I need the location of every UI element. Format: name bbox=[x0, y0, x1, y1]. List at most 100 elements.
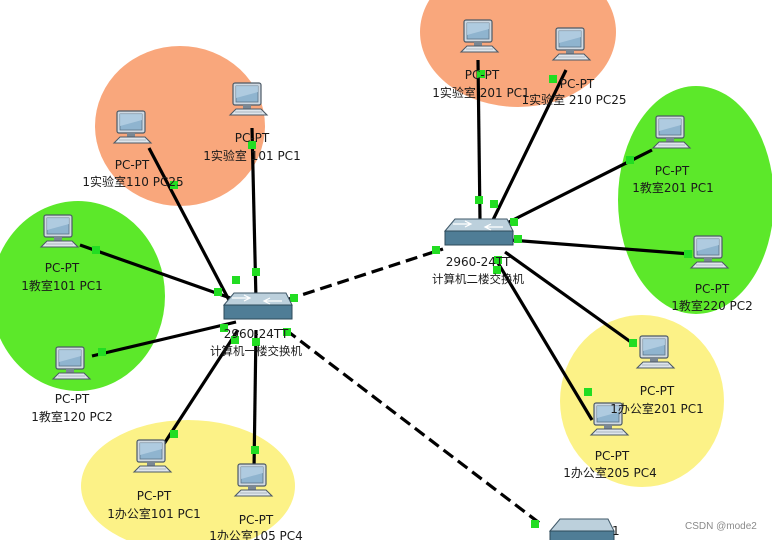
port-status-indicator bbox=[252, 268, 260, 276]
port-indicators bbox=[92, 70, 692, 528]
zone-lab-floor1 bbox=[95, 46, 265, 206]
switch-floor1[interactable] bbox=[223, 292, 293, 320]
switch-name-label: 计算机一楼交换机 bbox=[210, 344, 302, 358]
device-name-label: 1教室220 PC2 bbox=[671, 298, 753, 313]
device-type-label: PC-PT bbox=[45, 261, 80, 275]
pc-icon bbox=[460, 19, 499, 53]
port-status-indicator bbox=[626, 156, 634, 164]
pc-cls220-pc2[interactable] bbox=[690, 235, 729, 269]
link-lab210-to-floor2[interactable] bbox=[490, 69, 568, 223]
device-name-label: 1办公室105 PC4 bbox=[209, 528, 303, 540]
pc-off105-pc4[interactable] bbox=[234, 463, 273, 497]
port-status-indicator bbox=[232, 276, 240, 284]
device-name-label: 1实验室 210 PC25 bbox=[521, 92, 626, 107]
device-name-label: 1教室101 PC1 bbox=[21, 278, 103, 293]
pc-off201-pc1[interactable] bbox=[636, 335, 675, 369]
switch-offscreen[interactable] bbox=[548, 518, 615, 540]
pc-lab201-pc1[interactable] bbox=[460, 19, 499, 53]
offscreen-device-label: 1 bbox=[612, 524, 620, 538]
port-status-indicator bbox=[514, 235, 522, 243]
device-name-label: 1实验室 201 PC1 bbox=[432, 85, 529, 100]
device-name-label: 1实验室 101 PC1 bbox=[203, 148, 300, 163]
link-cls220-to-floor2[interactable] bbox=[509, 238, 691, 256]
pc-off101-pc1[interactable] bbox=[133, 439, 172, 473]
port-status-indicator bbox=[549, 75, 557, 83]
zone-classroom-floor2 bbox=[618, 86, 772, 314]
port-status-indicator bbox=[92, 246, 100, 254]
device-type-label: PC-PT bbox=[595, 449, 630, 463]
port-status-indicator bbox=[432, 246, 440, 254]
port-status-indicator bbox=[584, 388, 592, 396]
switch-model-label: 2960-24TT bbox=[224, 327, 289, 341]
port-status-indicator bbox=[494, 256, 502, 264]
pc-icon bbox=[652, 115, 691, 149]
pc-lab101-pc1[interactable] bbox=[229, 82, 268, 116]
pc-icon bbox=[113, 110, 152, 144]
device-name-label: 1办公室205 PC4 bbox=[563, 465, 657, 480]
port-status-indicator bbox=[477, 70, 485, 78]
link-off205-to-floor2[interactable] bbox=[493, 257, 594, 421]
device-name-label: 1实验室110 PC25 bbox=[82, 174, 183, 189]
device-type-label: PC-PT bbox=[239, 513, 274, 527]
watermark: CSDN @mode2 bbox=[685, 521, 757, 532]
port-status-indicator bbox=[231, 336, 239, 344]
port-status-indicator bbox=[684, 250, 692, 258]
pc-icon bbox=[229, 82, 268, 116]
switch-floor2[interactable] bbox=[444, 218, 514, 246]
port-status-indicator bbox=[170, 430, 178, 438]
zone-office-floor1 bbox=[81, 420, 295, 540]
zone-office-floor2 bbox=[560, 315, 724, 487]
port-status-indicator bbox=[252, 338, 260, 346]
device-type-label: PC-PT bbox=[115, 158, 150, 172]
device-type-label: PC-PT bbox=[560, 77, 595, 91]
port-status-indicator bbox=[98, 348, 106, 356]
pc-icon bbox=[40, 214, 79, 248]
zone-classroom-floor1 bbox=[0, 201, 165, 391]
link-lab110-to-floor1[interactable] bbox=[147, 147, 232, 303]
port-status-indicator bbox=[290, 294, 298, 302]
link-floor1-to-offscreen[interactable] bbox=[285, 328, 543, 527]
link-cls120-to-floor1[interactable] bbox=[91, 320, 237, 358]
port-status-indicator bbox=[475, 196, 483, 204]
switch-model-label: 2960-24TT bbox=[446, 255, 511, 269]
device-name-label: 1办公室201 PC1 bbox=[610, 401, 704, 416]
port-status-indicator bbox=[214, 288, 222, 296]
port-status-indicator bbox=[493, 266, 501, 274]
switch-icon bbox=[223, 292, 293, 320]
port-status-indicator bbox=[248, 141, 256, 149]
pc-icon bbox=[552, 27, 591, 61]
pc-icon bbox=[690, 235, 729, 269]
device-type-label: PC-PT bbox=[655, 164, 690, 178]
device-type-label: PC-PT bbox=[55, 392, 90, 406]
pc-cls101-pc1[interactable] bbox=[40, 214, 79, 248]
pc-lab210-pc25[interactable] bbox=[552, 27, 591, 61]
port-status-indicator bbox=[510, 218, 518, 226]
port-status-indicator bbox=[283, 328, 291, 336]
pc-icon bbox=[133, 439, 172, 473]
link-lab201-to-floor2[interactable] bbox=[476, 59, 482, 221]
device-type-label: PC-PT bbox=[640, 384, 675, 398]
port-status-indicator bbox=[170, 181, 178, 189]
pc-icon bbox=[52, 346, 91, 380]
link-floor1-to-floor2[interactable] bbox=[285, 247, 444, 302]
device-type-label: PC-PT bbox=[137, 489, 172, 503]
pc-icon bbox=[636, 335, 675, 369]
switch-name-label: 计算机二楼交换机 bbox=[432, 272, 524, 286]
pc-lab110-pc1[interactable] bbox=[113, 110, 152, 144]
device-type-label: PC-PT bbox=[695, 282, 730, 296]
link-off201-to-floor2[interactable] bbox=[504, 250, 636, 347]
pc-icon bbox=[234, 463, 273, 497]
port-status-indicator bbox=[490, 200, 498, 208]
pc-cls201-pc1[interactable] bbox=[652, 115, 691, 149]
port-status-indicator bbox=[251, 446, 259, 454]
link-cls101-to-floor1[interactable] bbox=[79, 243, 237, 302]
port-status-indicator bbox=[220, 324, 228, 332]
device-name-label: 1教室120 PC2 bbox=[31, 409, 113, 424]
pc-cls120-pc2[interactable] bbox=[52, 346, 91, 380]
switch-icon bbox=[444, 218, 514, 246]
device-name-label: 1办公室101 PC1 bbox=[107, 506, 201, 521]
port-status-indicator bbox=[531, 520, 539, 528]
device-type-label: PC-PT bbox=[235, 131, 270, 145]
